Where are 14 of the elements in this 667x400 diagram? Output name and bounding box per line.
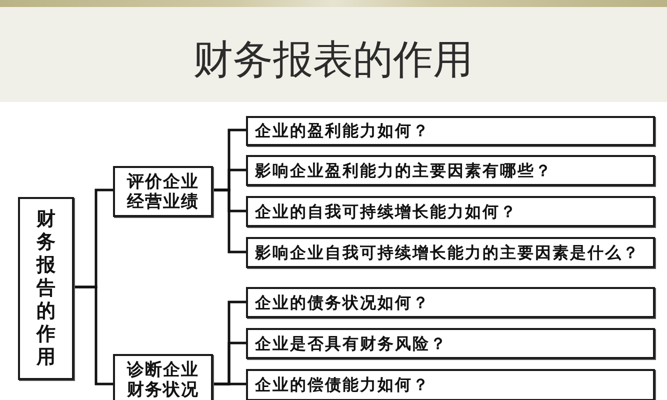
question-box: 企业的偿债能力如何？ — [246, 369, 655, 400]
question-box: 企业的盈利能力如何？ — [246, 116, 655, 146]
connector-line — [213, 382, 246, 386]
category-box: 评价企业经营业绩 — [113, 166, 213, 217]
question-box: 企业是否具有财务风险？ — [246, 328, 655, 359]
connector-line — [74, 286, 113, 386]
question-box: 企业的债务状况如何？ — [246, 287, 655, 318]
question-box: 企业的自我可持续增长能力如何？ — [246, 196, 655, 227]
question-box: 影响企业自我可持续增长能力的主要因素是什么？ — [246, 237, 655, 268]
title: 财务报表的作用 — [193, 37, 473, 83]
connector-line — [213, 188, 246, 254]
category-box: 诊断企业财务状况 — [113, 354, 213, 400]
question-box: 影响企业盈利能力的主要因素有哪些？ — [246, 155, 655, 186]
topic-box: 财务报告的作用 — [18, 197, 74, 380]
